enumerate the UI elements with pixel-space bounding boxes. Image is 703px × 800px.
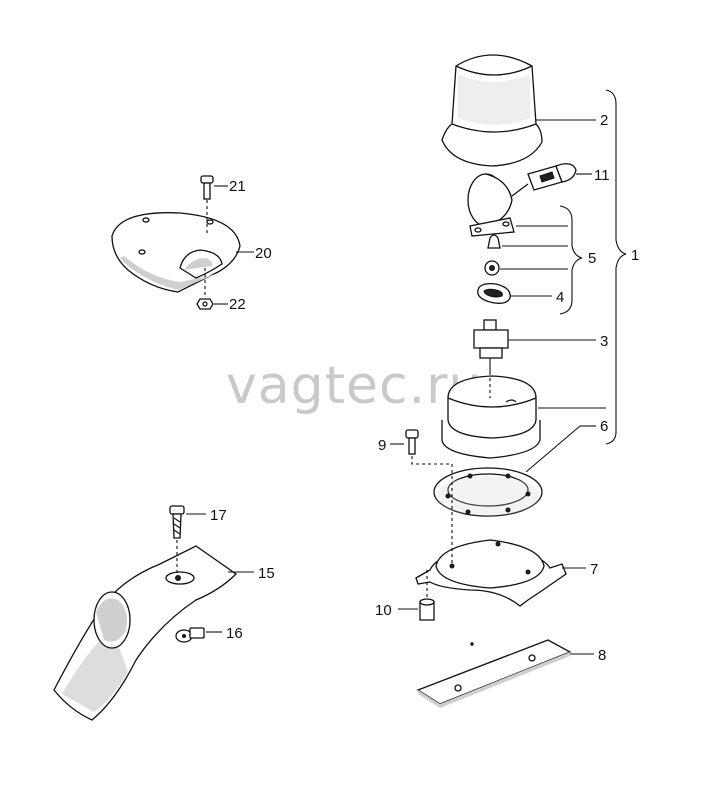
callout-9: 9 [378,437,386,454]
callout-6: 6 [600,418,608,435]
callout-16: 16 [226,625,243,642]
callout-5: 5 [588,250,596,267]
callout-4: 4 [556,289,564,306]
nut-part-22 [196,268,214,310]
screw-part-17 [169,505,185,574]
housing-base-part [441,372,541,459]
cap-small-part [487,234,501,249]
bracket-1 [605,89,627,445]
callout-22: 22 [229,296,246,313]
callout-21: 21 [229,178,246,195]
callout-10: 10 [375,602,392,619]
mounting-strip-part-8 [416,639,572,708]
callout-17: 17 [210,507,227,524]
callout-15: 15 [258,565,275,582]
callout-3: 3 [600,333,608,350]
leader-6 [525,425,581,473]
housing-part-15 [53,545,238,721]
callout-8: 8 [598,647,606,664]
gasket-part-4 [477,282,511,304]
reflector-part-5 [467,173,529,237]
mounting-ring-part-6 [433,467,543,517]
cover-cap-part-20 [111,212,241,293]
bracket-5 [559,205,583,315]
callout-1: 1 [631,247,639,264]
watermark: vagtec.ru [226,356,482,416]
bolt-part-9 [405,429,453,500]
callout-7: 7 [590,561,598,578]
callout-20: 20 [255,245,272,262]
bulb-part-16 [175,627,205,643]
base-plate-part-7 [415,500,567,607]
callout-11: 11 [594,167,610,184]
nut-part-10 [419,570,435,621]
lens-dome-part-2 [441,54,543,167]
spring-washer-part [484,260,500,276]
bulb-part-11 [527,163,577,191]
callout-2: 2 [600,112,608,129]
drive-motor-part-3 [473,319,509,372]
screw-part-21 [200,175,214,234]
